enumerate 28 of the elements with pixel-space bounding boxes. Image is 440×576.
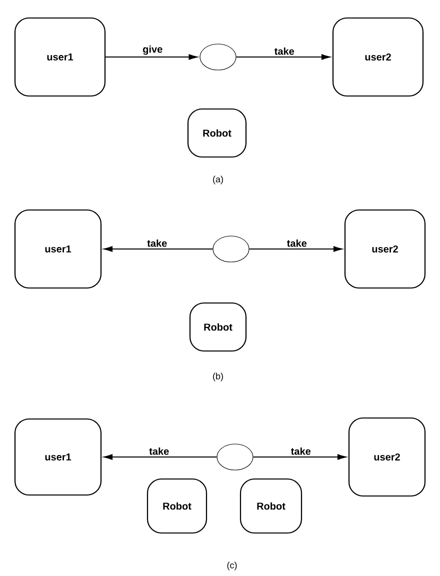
exchange-circle: [216, 444, 254, 470]
exchange-circle: [200, 44, 236, 70]
arrow: [105, 54, 198, 60]
arrow: [104, 246, 214, 252]
user-box: user2: [332, 17, 424, 97]
arrow: [236, 54, 330, 60]
user-box: user1: [14, 418, 102, 496]
edge-label: take: [148, 446, 170, 456]
panel-label: (b): [213, 372, 223, 382]
user-box: user2: [348, 417, 426, 497]
user-box: Robot: [189, 302, 247, 352]
user-box: user2: [344, 209, 426, 289]
arrow: [104, 454, 218, 460]
user-box: Robot: [146, 478, 208, 534]
edge-label: take: [273, 46, 296, 56]
edge-label: take: [146, 238, 168, 248]
edge-label: take: [286, 238, 308, 248]
edge-label: give: [142, 44, 164, 56]
edge-label: take: [290, 446, 312, 456]
user-box: user1: [14, 17, 106, 97]
panel-label: (a): [213, 176, 223, 184]
exchange-circle: [212, 236, 250, 262]
arrow: [248, 246, 342, 252]
user-box: Robot: [240, 478, 302, 534]
user-box: user1: [14, 209, 102, 289]
arrow: [252, 454, 346, 460]
user-box: Robot: [187, 108, 247, 158]
panel-label: (c): [227, 562, 237, 570]
